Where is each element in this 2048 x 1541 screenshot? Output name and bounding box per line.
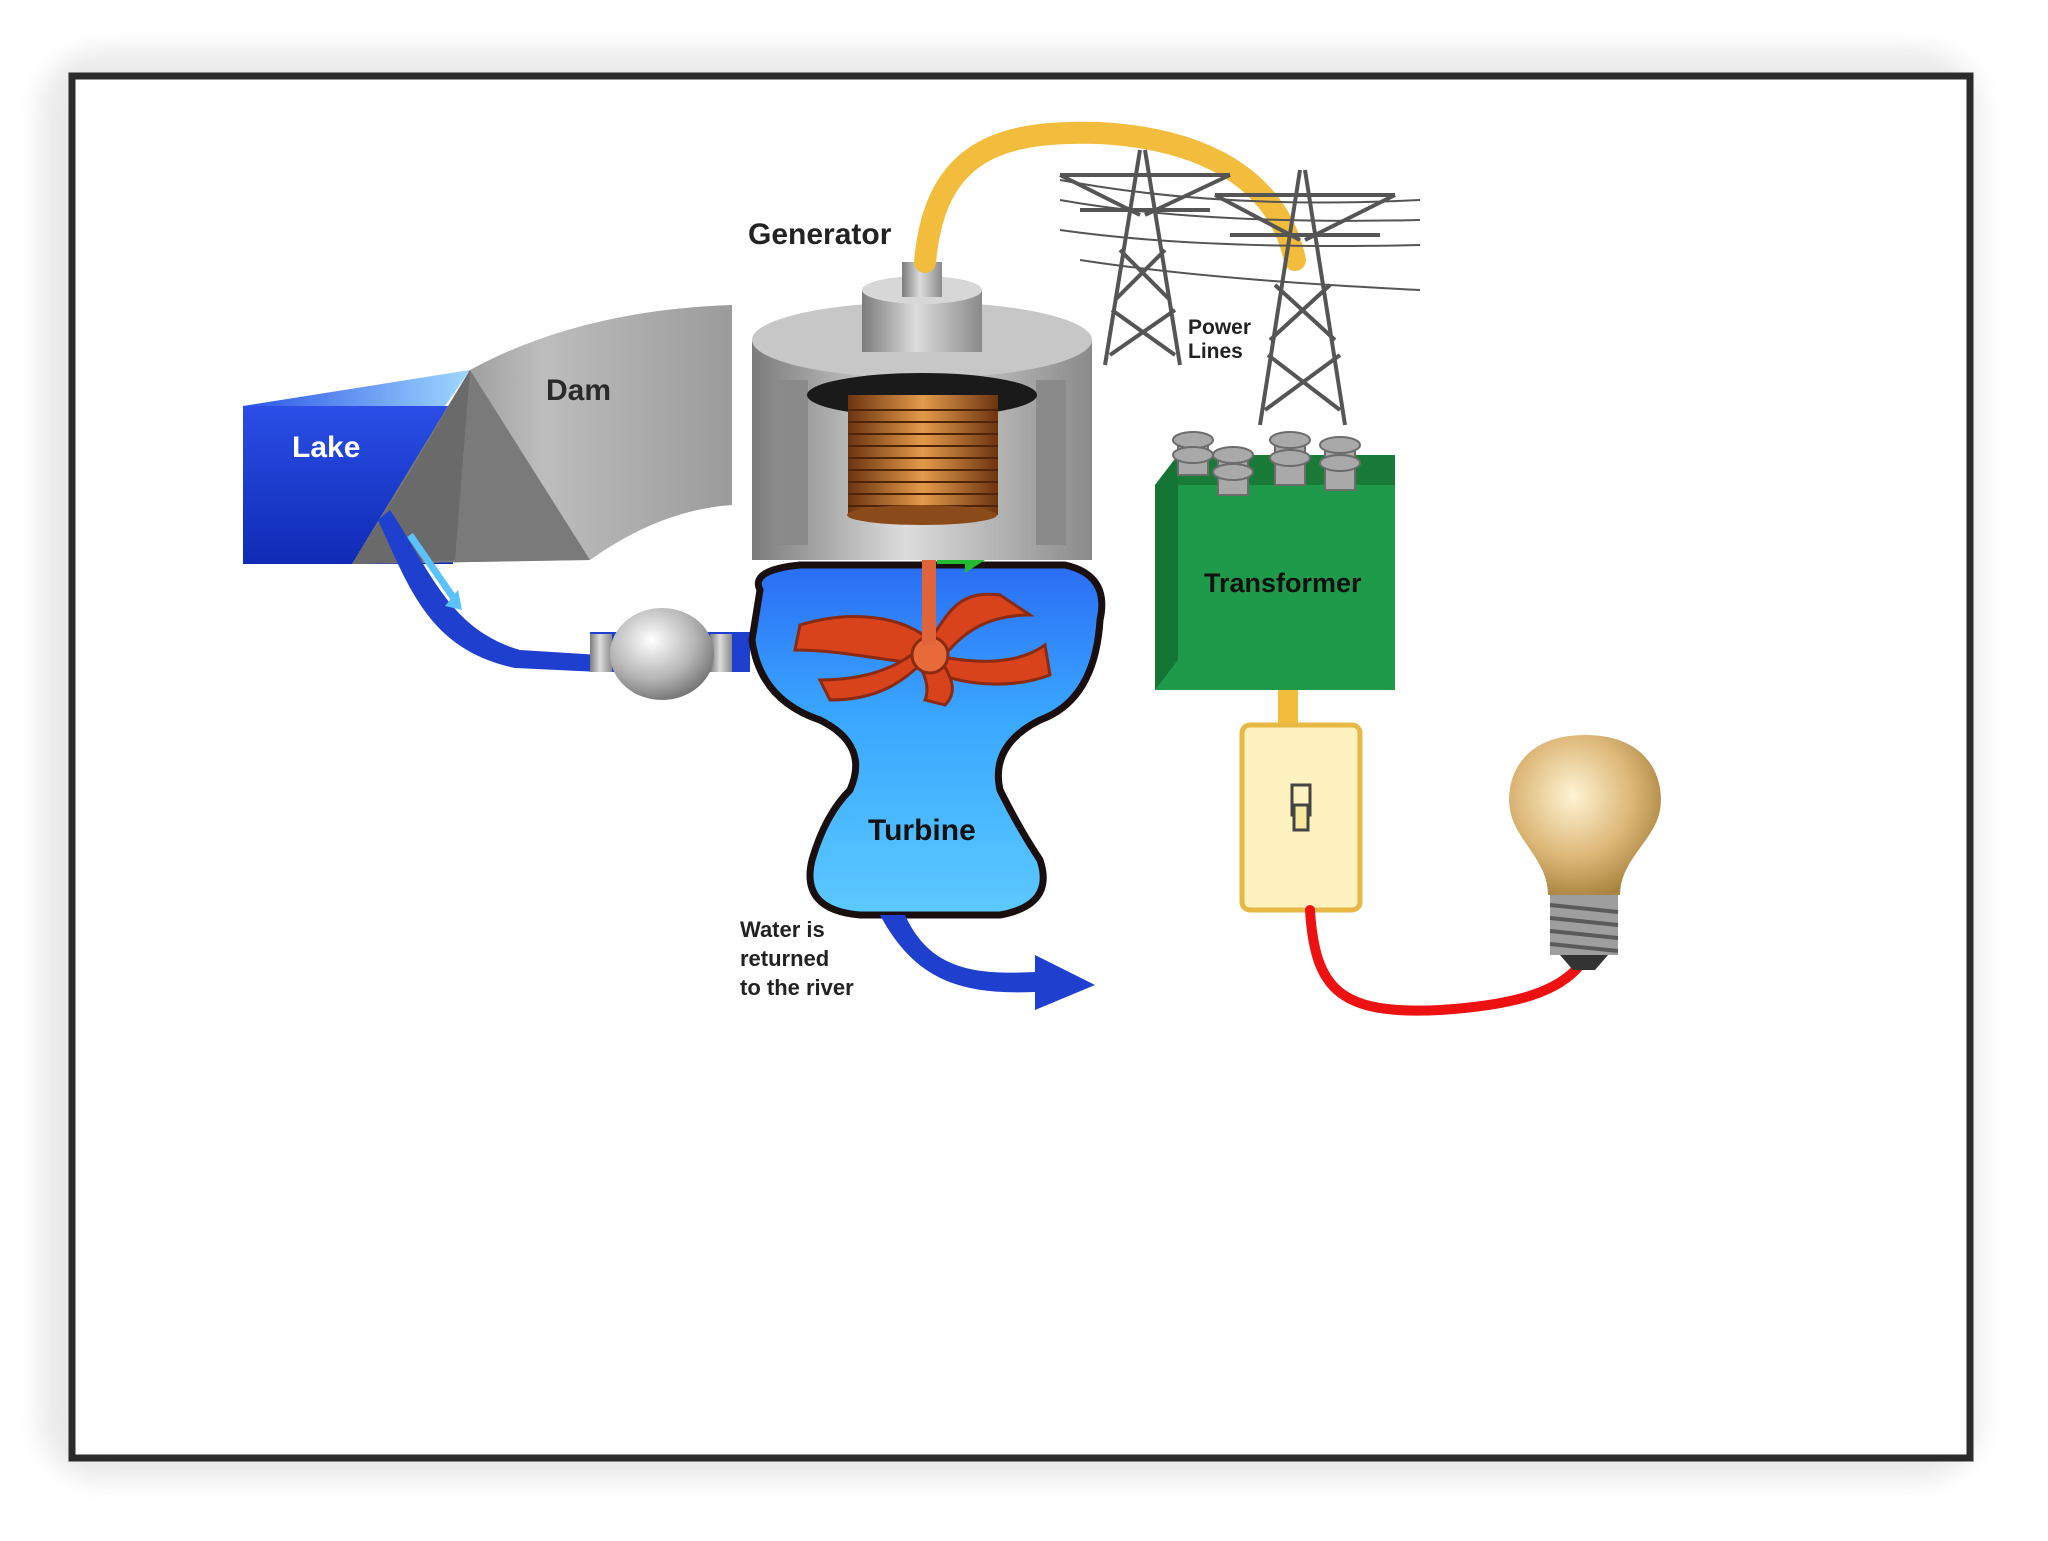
power-towers (1059, 149, 1421, 426)
red-wire (1305, 905, 1585, 1016)
dam (352, 305, 732, 564)
valve (590, 608, 732, 700)
label-power-lines-2: Lines (1188, 340, 1243, 363)
transformer-cable (1278, 690, 1298, 730)
outflow-arrow (880, 915, 1095, 1010)
label-turbine: Turbine (868, 814, 976, 847)
label-water-return-2: returned (740, 946, 829, 971)
label-generator: Generator (748, 218, 892, 251)
insulators (1172, 431, 1361, 496)
label-dam: Dam (546, 374, 611, 407)
label-transformer: Transformer (1204, 568, 1362, 598)
label-water-return-3: to the river (740, 975, 854, 1000)
turbine-blades (793, 592, 1052, 707)
light-switch (1239, 722, 1363, 913)
transformer (1155, 431, 1395, 690)
frame (68, 72, 1974, 1462)
label-lake: Lake (292, 431, 360, 464)
label-water-return-1: Water is (740, 917, 825, 942)
generator (752, 262, 1092, 560)
tower-2 (1214, 169, 1396, 426)
label-power-lines-1: Power (1188, 316, 1251, 339)
light-bulb-icon (1509, 735, 1661, 970)
